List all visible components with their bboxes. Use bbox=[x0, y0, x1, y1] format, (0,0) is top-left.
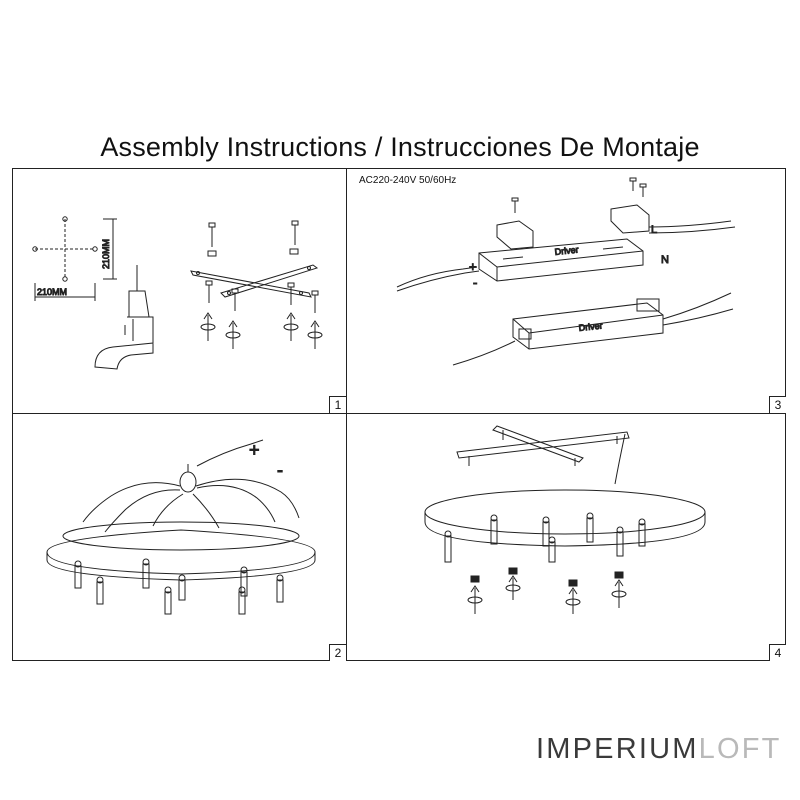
spotlight-icon bbox=[586, 512, 594, 543]
rotate-arrow-icon bbox=[611, 579, 627, 608]
brand-part-1: IMPERIUM bbox=[536, 733, 699, 765]
screw-icon bbox=[208, 222, 216, 247]
cap-icon bbox=[470, 575, 480, 583]
step-1-illustration: 210MM 210MM bbox=[32, 216, 323, 370]
plus-symbol: + bbox=[249, 440, 260, 460]
power-wire bbox=[196, 439, 264, 467]
spotlight-icon bbox=[164, 586, 172, 615]
step-4-illustration bbox=[424, 425, 706, 614]
screw-icon bbox=[205, 280, 213, 303]
step-1-panel: 210MM 210MM 1 bbox=[13, 169, 346, 413]
rotate-arrow-icon bbox=[283, 312, 299, 341]
page-title: Assembly Instructions / Instrucciones De… bbox=[100, 132, 700, 162]
live-label: L bbox=[651, 224, 657, 236]
neutral-label: N bbox=[661, 254, 669, 266]
minus-symbol: - bbox=[277, 460, 283, 480]
screw-icon bbox=[629, 177, 637, 191]
spotlight-icon bbox=[548, 536, 556, 563]
minus-symbol: - bbox=[473, 275, 477, 290]
screw-icon bbox=[639, 183, 647, 197]
rotate-arrow-icon bbox=[565, 587, 581, 614]
dimension-label-horizontal: 210MM bbox=[37, 287, 67, 297]
step-number: 1 bbox=[329, 396, 346, 413]
ceiling-disc bbox=[424, 489, 706, 535]
step-3-illustration: Driver Driver + - L N bbox=[396, 177, 736, 366]
cross-bracket-icon bbox=[456, 425, 630, 466]
step-number: 3 bbox=[769, 396, 786, 413]
instruction-grid: 210MM 210MM 1 AC220-240V 50/60Hz Driver bbox=[12, 168, 786, 661]
step-2-illustration: + - bbox=[46, 439, 316, 615]
driver-label-bottom: Driver bbox=[578, 321, 603, 333]
screw-icon bbox=[287, 282, 295, 305]
hole-icon bbox=[62, 276, 68, 282]
cap-icon bbox=[508, 567, 518, 575]
anchor-icon bbox=[289, 248, 299, 255]
rotate-arrow-icon bbox=[225, 320, 241, 349]
spotlight-icon bbox=[638, 518, 646, 547]
dimension-label-vertical: 210MM bbox=[101, 239, 111, 269]
screw-icon bbox=[291, 220, 299, 245]
brand-part-2: LOFT bbox=[698, 733, 782, 765]
step-2-panel: + - 2 bbox=[13, 414, 346, 661]
spotlight-icon bbox=[142, 558, 150, 589]
spotlight-icon bbox=[490, 514, 498, 545]
wire bbox=[614, 433, 626, 485]
rotate-arrow-icon bbox=[200, 312, 216, 341]
step-number: 4 bbox=[769, 644, 786, 661]
anchor-icon bbox=[207, 250, 217, 257]
spotlight-icon bbox=[96, 576, 104, 605]
hole-icon bbox=[32, 246, 38, 252]
canopy-icon bbox=[179, 471, 197, 493]
spotlight-icon bbox=[542, 516, 550, 547]
spotlight-icon bbox=[74, 560, 82, 589]
spotlight-icon bbox=[240, 566, 248, 597]
cap-icon bbox=[614, 571, 624, 579]
spotlight-icon bbox=[178, 574, 186, 601]
step-number: 2 bbox=[329, 644, 346, 661]
spotlight-icon bbox=[238, 586, 246, 615]
driver-label: Driver bbox=[554, 245, 579, 257]
rotate-arrow-icon bbox=[467, 585, 483, 614]
grid-divider-vertical bbox=[346, 169, 347, 660]
ceiling-disc bbox=[62, 521, 300, 551]
driver-box-bottom bbox=[512, 298, 664, 350]
screw-icon bbox=[311, 290, 319, 313]
mains-wire bbox=[396, 266, 478, 288]
rotate-arrow-icon bbox=[505, 575, 521, 600]
cap-icon bbox=[568, 579, 578, 587]
plus-symbol: + bbox=[469, 259, 477, 274]
grid-divider-horizontal bbox=[13, 413, 785, 414]
step-4-panel: 4 bbox=[347, 414, 786, 661]
rotate-arrow-icon bbox=[307, 320, 323, 349]
screw-icon bbox=[231, 288, 239, 311]
spotlight-icon bbox=[276, 574, 284, 603]
spotlight-icon bbox=[616, 526, 624, 557]
drill-icon bbox=[94, 265, 154, 370]
step-3-panel: AC220-240V 50/60Hz Driver bbox=[347, 169, 786, 413]
hole-icon bbox=[62, 216, 68, 222]
screw-icon bbox=[511, 197, 519, 213]
driver-box-top bbox=[478, 204, 650, 282]
spotlight-icon bbox=[444, 530, 452, 563]
brand-logo: IMPERIUMLOFT bbox=[536, 733, 782, 766]
hole-icon bbox=[92, 246, 98, 252]
cross-bracket-icon bbox=[190, 264, 319, 298]
voltage-label: AC220-240V 50/60Hz bbox=[359, 175, 457, 186]
